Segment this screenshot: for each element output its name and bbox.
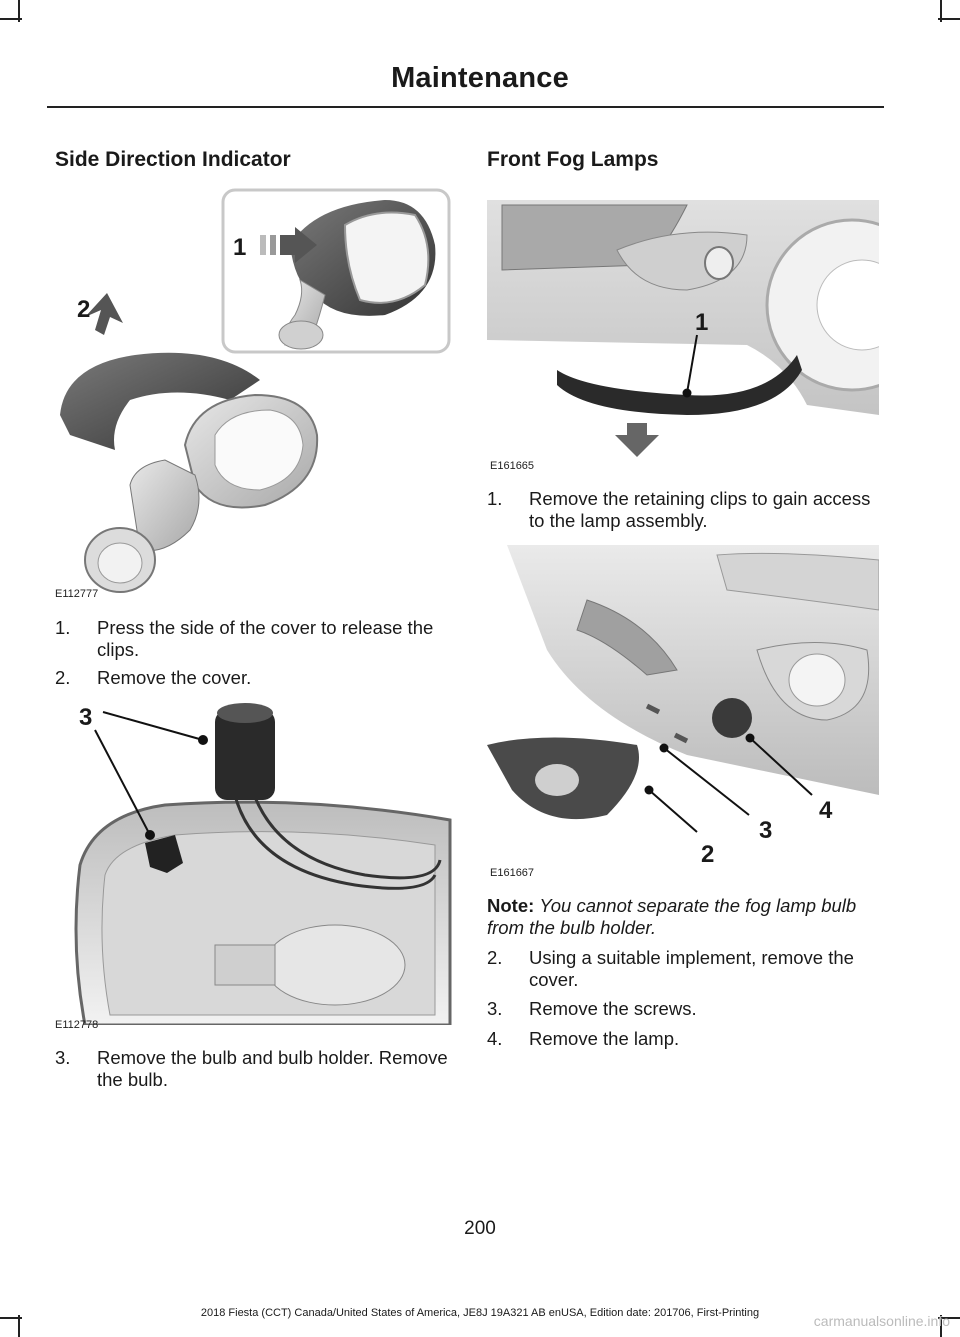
bulb-holder-top-shape — [217, 703, 273, 723]
figure-code: E161665 — [490, 460, 535, 472]
crop-mark — [0, 1317, 22, 1319]
step-item: 1. Remove the retaining clips to gain ac… — [487, 488, 882, 532]
page-title: Maintenance — [391, 62, 569, 94]
step-number: 3. — [487, 998, 503, 1019]
callout-1-fog: 1 — [695, 309, 708, 336]
step-text: Remove the screws. — [529, 998, 697, 1019]
mirror-glass-shape — [343, 211, 430, 304]
bulb-holder-illustration: 3 — [74, 703, 452, 1025]
crop-mark — [0, 18, 22, 20]
fog-lamp-removal-illustration: 4 3 2 — [487, 545, 879, 868]
leader-line — [102, 711, 204, 741]
grille-slat-shape — [576, 599, 678, 676]
figure-code: E112778 — [55, 1019, 99, 1031]
crop-mark — [940, 1315, 942, 1337]
step-number: 2. — [487, 947, 503, 968]
crop-mark — [940, 0, 942, 22]
step-text: Remove the bulb and bulb holder. Remove … — [97, 1047, 448, 1090]
press-arrow-dash — [270, 235, 276, 255]
mirror-mount-opening-shape — [97, 542, 143, 584]
step-item: 3. Remove the screws. — [487, 998, 882, 1020]
press-arrow-dash — [260, 235, 266, 255]
bumper-upper-shape — [716, 552, 879, 611]
callout-4: 4 — [819, 797, 833, 824]
step-text: Using a suitable implement, remove the c… — [529, 947, 854, 990]
crop-mark — [938, 1317, 960, 1319]
bumper-clips-illustration: 1 — [487, 200, 879, 457]
leader-dot — [682, 388, 692, 398]
socket-shape — [214, 944, 276, 986]
step-item: 2. Remove the cover. — [55, 667, 450, 689]
callout-1: 1 — [233, 234, 246, 261]
undertray-shape — [557, 355, 802, 415]
leader-dot — [198, 735, 208, 745]
callout-3: 3 — [79, 704, 92, 731]
callout-3-fog: 3 — [759, 817, 772, 844]
mirror-base-shape — [278, 320, 324, 350]
step-item: 2. Using a suitable implement, remove th… — [487, 947, 882, 991]
wire-shape — [243, 754, 442, 880]
mirror-cover-illustration: 1 2 — [60, 188, 451, 593]
section-heading-fog-lamps: Front Fog Lamps — [487, 148, 659, 171]
leader-line — [648, 789, 698, 833]
callout-2-fog: 2 — [701, 841, 714, 868]
crop-mark — [938, 18, 960, 20]
step-item: 1. Press the side of the cover to releas… — [55, 617, 450, 661]
watermark: carmanualsonline.info — [813, 1313, 950, 1329]
wheel-hub-shape — [816, 259, 879, 351]
fog-lamp-cover-opening-shape — [535, 764, 579, 796]
step-number: 1. — [55, 617, 71, 638]
wire-shape — [228, 754, 437, 890]
crop-mark — [18, 1315, 20, 1337]
fog-lamp-lens-shape — [788, 653, 846, 707]
down-arrow-icon — [615, 423, 659, 457]
figure-code: E112777 — [55, 588, 99, 600]
leader-line — [94, 729, 151, 836]
press-arrow-icon — [280, 227, 317, 263]
step-text: Remove the lamp. — [529, 1028, 680, 1049]
figure-code: E161667 — [490, 867, 535, 879]
step-text: Remove the cover. — [97, 667, 252, 688]
leader-dot — [644, 785, 654, 795]
bulb-holder-shape — [215, 710, 275, 800]
leader-line — [686, 334, 698, 394]
section-heading-side-indicator: Side Direction Indicator — [55, 148, 291, 171]
page-number: 200 — [464, 1218, 496, 1239]
main-mirror-glass-shape — [214, 409, 304, 491]
removed-cover-shape — [60, 352, 260, 450]
screw-shape — [673, 732, 689, 744]
step-number: 2. — [55, 667, 71, 688]
title-divider — [47, 106, 884, 108]
footer-edition-info: 2018 Fiesta (CCT) Canada/United States o… — [200, 1307, 760, 1319]
step-text: Press the side of the cover to release t… — [97, 617, 434, 660]
fog-lamp-bulb-shape — [712, 698, 752, 738]
note: Note: You cannot separate the fog lamp b… — [487, 895, 882, 939]
step-item: 4. Remove the lamp. — [487, 1028, 882, 1050]
mirror-mount-shape — [129, 459, 200, 552]
screw-shape — [645, 703, 661, 715]
step-text: Remove the retaining clips to gain acces… — [529, 488, 871, 531]
step-number: 3. — [55, 1047, 71, 1068]
fog-lamp-shape — [704, 246, 734, 280]
bulb-shape — [145, 835, 183, 873]
leader-dot — [745, 733, 755, 743]
reflector-shape — [264, 924, 406, 1006]
note-label: Note: — [487, 895, 535, 916]
step-item: 3. Remove the bulb and bulb holder. Remo… — [55, 1047, 450, 1091]
step-number: 4. — [487, 1028, 503, 1049]
leader-line — [749, 737, 813, 796]
callout-2: 2 — [77, 296, 90, 323]
step-number: 1. — [487, 488, 503, 509]
note-text: You cannot separate the fog lamp bulb fr… — [487, 895, 857, 938]
leader-dot — [145, 830, 155, 840]
leader-dot — [659, 743, 669, 753]
lift-arrow-icon — [85, 293, 123, 335]
leader-line — [663, 747, 750, 816]
crop-mark — [18, 0, 20, 22]
